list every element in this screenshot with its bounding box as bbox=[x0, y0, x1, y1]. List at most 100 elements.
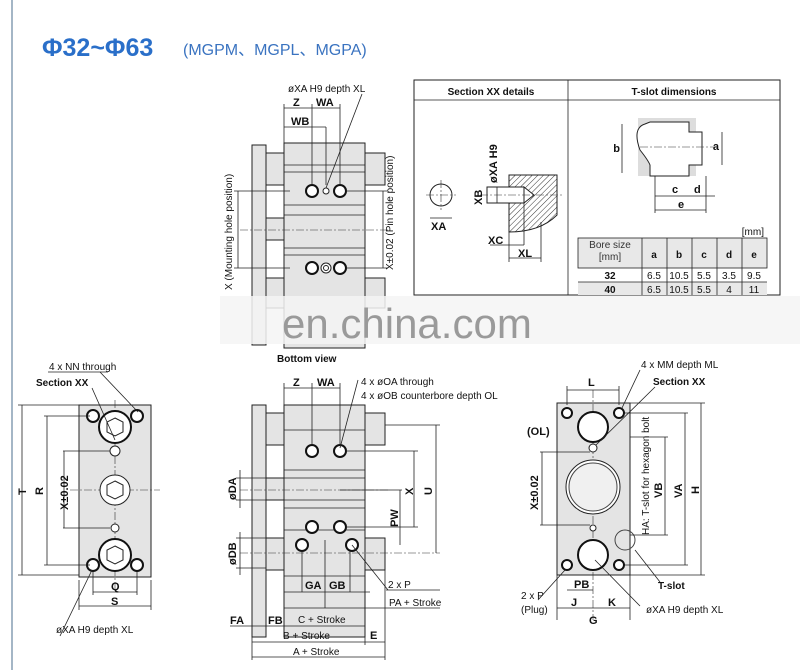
c-stroke-label: C + Stroke bbox=[298, 615, 346, 626]
r-label: R bbox=[34, 487, 46, 495]
table-cell: 10.5 bbox=[669, 271, 689, 282]
x-label: X±0.02 bbox=[59, 475, 71, 510]
watermark: en.china.com bbox=[282, 300, 532, 347]
table-header: d bbox=[726, 250, 732, 261]
table-cell: 40 bbox=[604, 285, 616, 296]
table-header: c bbox=[701, 250, 707, 261]
z-label: Z bbox=[293, 97, 300, 109]
oa-hole bbox=[333, 520, 347, 534]
b-stroke-label: B + Stroke bbox=[283, 631, 330, 642]
mounting-hole bbox=[333, 184, 347, 198]
gb-label: GB bbox=[329, 580, 346, 592]
x-mounting-label: X (Mounting hole position) bbox=[224, 174, 235, 290]
l-label: L bbox=[588, 377, 595, 389]
table-cell: 32 bbox=[604, 271, 616, 282]
tslot-c-label: c bbox=[672, 184, 678, 196]
tslot-header: T-slot dimensions bbox=[631, 87, 716, 98]
tslot-label: T-slot bbox=[658, 581, 685, 592]
table-cell: 5.5 bbox=[697, 285, 711, 296]
table-header: a bbox=[651, 250, 657, 261]
table-cell: 4 bbox=[726, 285, 732, 296]
side-view: Z WA 4 x øOA through 4 x øOB counterbore… bbox=[227, 377, 498, 660]
tslot-d-label: d bbox=[694, 184, 701, 196]
right-end-view: 4 x MM depth ML Section XX L (OL) X±0.02… bbox=[521, 360, 724, 627]
va-label: VA bbox=[673, 483, 685, 498]
x-label: X bbox=[404, 487, 416, 495]
t-label: T bbox=[17, 488, 29, 495]
tslot-a-label: a bbox=[713, 141, 720, 153]
port-p bbox=[295, 538, 309, 552]
db-label: øDB bbox=[227, 542, 239, 565]
section-xx-label: Section XX bbox=[653, 377, 706, 388]
ol-label: (OL) bbox=[527, 426, 550, 438]
bottom-view-caption: Bottom view bbox=[277, 354, 337, 365]
left-end-view: 4 x NN through Section XX T R X±0.02 Q S… bbox=[17, 362, 160, 637]
table-cell: 6.5 bbox=[647, 271, 661, 282]
table-row: 32 6.5 10.5 5.5 3.5 9.5 bbox=[604, 271, 761, 282]
xa-label: XA bbox=[431, 221, 446, 233]
port-p-label: 2 x P bbox=[388, 580, 411, 591]
s-label: S bbox=[111, 596, 118, 608]
pa-stroke-label: PA + Stroke bbox=[389, 598, 442, 609]
xa-depth-label: øXA H9 depth XL bbox=[288, 84, 366, 95]
da-label: øDA bbox=[227, 477, 239, 500]
tslot-e-label: e bbox=[678, 199, 684, 211]
a-stroke-label: A + Stroke bbox=[293, 647, 340, 658]
mm-depth-label: 4 x MM depth ML bbox=[641, 360, 719, 371]
table-header: b bbox=[676, 250, 682, 261]
g-label: G bbox=[589, 615, 598, 627]
pw-label: PW bbox=[389, 509, 401, 527]
pb-label: PB bbox=[574, 579, 589, 591]
page-title: Φ32~Φ63 bbox=[42, 34, 153, 62]
x-label: X±0.02 bbox=[529, 475, 541, 510]
xa-h9-label: øXA H9 bbox=[488, 144, 500, 183]
wb-label: WB bbox=[291, 116, 309, 128]
xc-label: XC bbox=[488, 235, 503, 247]
x-pin-label: X±0.02 (Pin hole position) bbox=[385, 156, 396, 270]
plug-label: (Plug) bbox=[521, 605, 548, 616]
mounting-hole bbox=[305, 261, 319, 275]
mounting-hole bbox=[333, 261, 347, 275]
model-list: (MGPM、MGPL、MGPA) bbox=[183, 42, 367, 59]
j-label: J bbox=[571, 597, 577, 609]
table-cell: 10.5 bbox=[669, 285, 689, 296]
h-label: H bbox=[690, 486, 702, 494]
ha-tslot-label: HA: T-slot for hexagon bolt bbox=[641, 417, 652, 535]
table-header-bore: Bore size [mm] bbox=[589, 240, 631, 263]
port-p-label: 2 x P bbox=[521, 591, 544, 602]
fb-label: FB bbox=[268, 615, 283, 627]
section-xx-label: Section XX bbox=[36, 378, 89, 389]
unit-label: [mm] bbox=[742, 227, 764, 238]
section-details-header: Section XX details bbox=[448, 87, 535, 98]
pin-hole bbox=[322, 187, 330, 195]
tslot-b-label: b bbox=[613, 143, 620, 155]
xa-depth-label: øXA H9 depth XL bbox=[56, 625, 134, 636]
k-label: K bbox=[608, 597, 616, 609]
table-cell: 6.5 bbox=[647, 285, 661, 296]
ob-counterbore-label: 4 x øOB counterbore depth OL bbox=[361, 391, 498, 402]
oa-hole bbox=[305, 444, 319, 458]
table-cell: 11 bbox=[749, 285, 760, 296]
mounting-hole bbox=[305, 184, 319, 198]
nn-through-label: 4 x NN through bbox=[49, 362, 116, 373]
tslot-table: Bore size [mm] a b c d e 32 6.5 10.5 5.5… bbox=[577, 237, 768, 296]
fa-label: FA bbox=[230, 615, 244, 627]
xa-depth-label: øXA H9 depth XL bbox=[646, 605, 724, 616]
table-cell: 5.5 bbox=[697, 271, 711, 282]
vb-label: VB bbox=[653, 483, 665, 498]
oa-hole bbox=[305, 520, 319, 534]
ga-label: GA bbox=[305, 580, 322, 592]
wa-label: WA bbox=[317, 377, 335, 389]
xb-label: XB bbox=[473, 190, 485, 205]
e-label: E bbox=[370, 630, 377, 642]
wa-label: WA bbox=[316, 97, 334, 109]
u-label: U bbox=[423, 487, 435, 495]
q-label: Q bbox=[111, 581, 120, 593]
oa-through-label: 4 x øOA through bbox=[361, 377, 434, 388]
table-cell: 3.5 bbox=[722, 271, 736, 282]
details-panel: Section XX details T-slot dimensions XA … bbox=[413, 79, 781, 296]
z-label: Z bbox=[293, 377, 300, 389]
table-row: 40 6.5 10.5 5.5 4 11 bbox=[604, 285, 759, 296]
xl-label: XL bbox=[518, 248, 532, 260]
